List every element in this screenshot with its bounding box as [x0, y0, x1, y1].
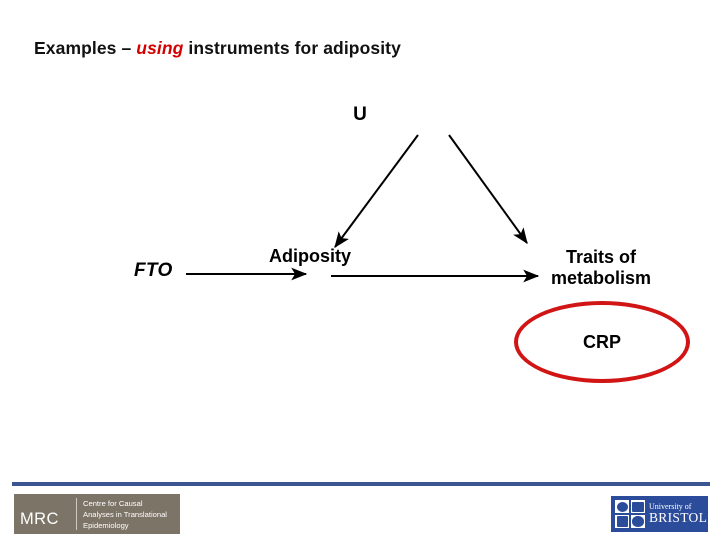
mrc-centre-name: Centre for Causal Analyses in Translatio… [77, 498, 167, 531]
crest-cell-4 [630, 514, 645, 528]
causal-diagram: U FTO Adiposity Traits of metabolism CRP [134, 104, 694, 383]
mrc-centre-line2: Analyses in Translational [83, 509, 167, 519]
title-suffix: instruments for adiposity [183, 38, 401, 58]
crest-cell-1 [615, 500, 630, 514]
node-label-u: U [353, 104, 367, 125]
title-prefix: Examples – [34, 38, 137, 58]
node-label-traits: Traits of metabolism [508, 247, 694, 289]
mrc-centre-line1: Centre for Causal [83, 498, 143, 508]
node-label-traits-line1: Traits of [565, 247, 636, 267]
bristol-wordmark: University of BRISTOL [645, 501, 708, 526]
title-emphasis-using: using [136, 38, 184, 58]
crest-cell-2 [630, 500, 645, 514]
bristol-crest-icon [615, 500, 645, 528]
bristol-university-of: University of [649, 501, 692, 511]
mrc-logo-divider [76, 498, 77, 530]
crest-cell-3 [615, 514, 630, 528]
bristol-name: BRISTOL [649, 510, 708, 526]
mrc-logo: MRC Centre for Causal Analyses in Transl… [14, 494, 180, 534]
node-label-adiposity: Adiposity [269, 246, 352, 266]
footer-divider [12, 482, 710, 486]
mrc-acronym: MRC [20, 510, 59, 528]
arrow-u-to-adiposity [334, 134, 419, 248]
page-title: Examples – using instruments for adiposi… [34, 38, 684, 59]
node-label-crp: CRP [582, 332, 621, 352]
university-of-bristol-logo: University of BRISTOL [611, 496, 708, 532]
node-label-traits-line2: metabolism [550, 267, 652, 288]
diagram-arrows-svg [186, 134, 540, 283]
crp-highlight-ellipse [514, 301, 690, 383]
node-label-fto: FTO [134, 260, 173, 281]
mrc-centre-line3: Epidemiology [83, 520, 129, 530]
arrow-u-to-traits [448, 134, 528, 244]
